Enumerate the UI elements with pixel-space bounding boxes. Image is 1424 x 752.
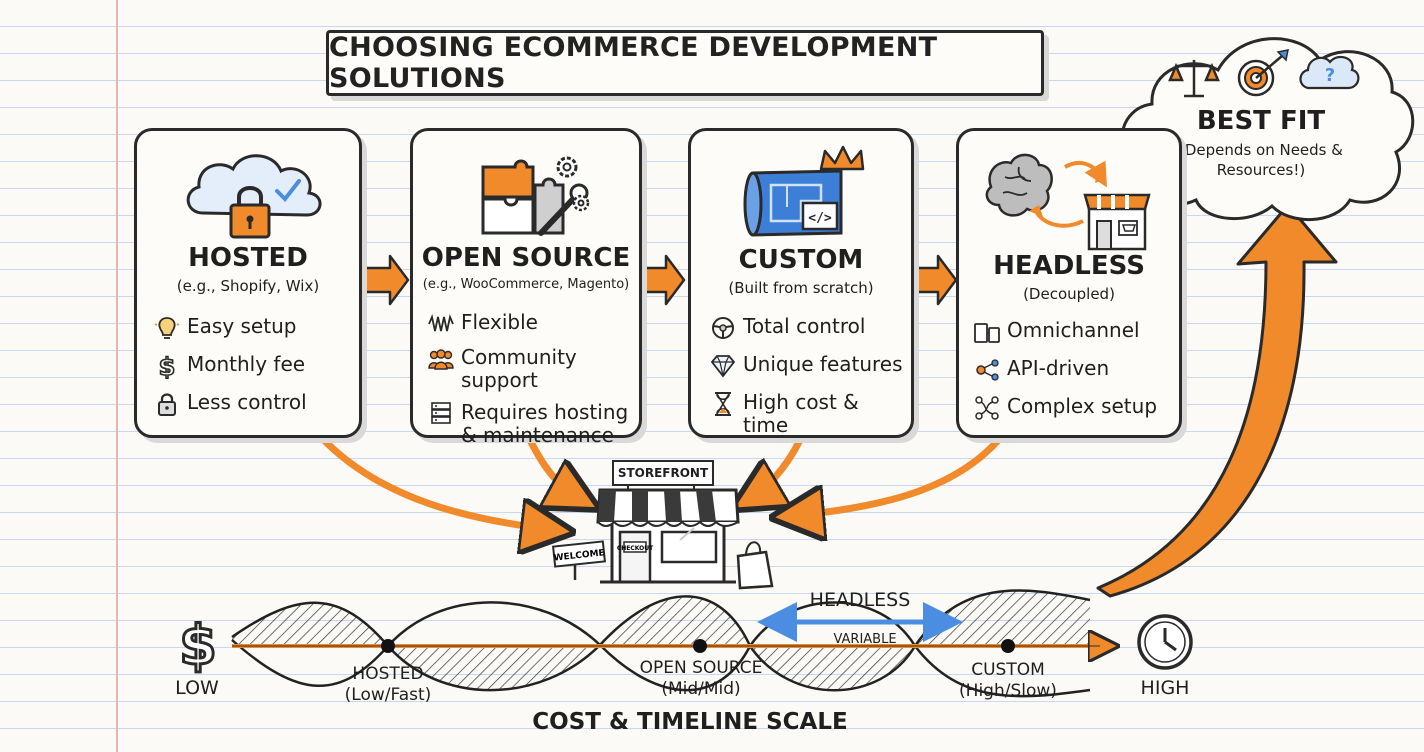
list-item: Unique features <box>709 353 905 379</box>
list-item: $ Monthly fee <box>153 353 353 380</box>
server-icon <box>431 402 451 424</box>
scale-headless-label: HEADLESS <box>809 589 911 611</box>
people-icon <box>428 349 454 370</box>
scale-point-open-source: OPEN SOURCE (Mid/Mid) <box>639 658 763 699</box>
card-feature-list: Flexible Community support Requires host… <box>427 311 633 459</box>
brain-store-icon <box>985 153 1151 251</box>
steering-wheel-icon <box>712 317 734 339</box>
lightbulb-icon <box>154 317 180 339</box>
card-subtitle: (e.g., Shopify, Wix) <box>176 277 320 295</box>
scale-wave-fill <box>232 590 1090 691</box>
blueprint-crown-icon: </> <box>743 145 865 237</box>
card-open-source: OPEN SOURCE (e.g., WooCommerce, Magento)… <box>410 128 642 447</box>
list-item: Community support <box>427 346 633 392</box>
card-feature-list: Omnichannel API-driven Complex setup <box>973 319 1173 433</box>
scale-point-custom: CUSTOM (High/Slow) <box>959 660 1057 701</box>
dollar-icon: $ <box>158 353 176 379</box>
storefront-sign: STOREFRONT <box>612 460 714 486</box>
card-title: HEADLESS <box>993 251 1145 281</box>
scale-point-hosted: HOSTED (Low/Fast) <box>344 664 432 705</box>
list-item: Easy setup <box>153 315 353 341</box>
card-headless: HEADLESS (Decoupled) Omnichannel API-dri… <box>956 128 1182 438</box>
diagram-title: CHOOSING ECOMMERCE DEVELOPMENT SOLUTIONS <box>326 30 1044 96</box>
card-flow-arrows <box>360 254 958 306</box>
scale-low-label: LOW <box>175 677 219 699</box>
best-fit-subtitle: (Depends on Needs & Resources!) <box>1179 141 1343 179</box>
list-item: High cost & time <box>709 391 905 437</box>
cloud-lock-icon <box>186 154 322 239</box>
scale-headless-variable: VARIABLE <box>833 632 897 647</box>
card-title: CUSTOM <box>738 245 864 275</box>
list-item: Total control <box>709 315 905 341</box>
list-item: Less control <box>153 391 353 417</box>
best-fit-arrow <box>1096 203 1338 598</box>
card-subtitle: (Built from scratch) <box>728 279 874 297</box>
devices-icon <box>974 323 1000 343</box>
lock-icon <box>158 393 176 416</box>
list-item: Complex setup <box>973 395 1173 421</box>
puzzle-gear-icon <box>481 156 590 236</box>
scale-high-label: HIGH <box>1140 677 1190 699</box>
card-hosted: HOSTED (e.g., Shopify, Wix) Easy setup $… <box>134 128 362 438</box>
spring-icon <box>428 314 454 332</box>
card-custom: </> CUSTOM (Built from scratch) Total co… <box>688 128 914 438</box>
card-title: HOSTED <box>188 243 308 273</box>
list-item: Omnichannel <box>973 319 1173 345</box>
svg-text:$: $ <box>159 353 176 379</box>
card-subtitle: (e.g., WooCommerce, Magento) <box>422 277 630 292</box>
diamond-icon <box>710 355 736 378</box>
notebook-margin-line <box>116 0 118 752</box>
best-fit-label: BEST FIT (Depends on Needs & Resources!) <box>1150 106 1372 180</box>
hourglass-icon <box>715 392 731 416</box>
complex-nodes-icon <box>975 396 999 420</box>
card-feature-list: Easy setup $ Monthly fee Less control <box>153 315 353 429</box>
svg-text:</>: </> <box>808 211 832 226</box>
list-item: API-driven <box>973 357 1173 383</box>
list-item: Requires hosting & maintenance <box>427 401 633 447</box>
card-subtitle: (Decoupled) <box>1023 285 1115 303</box>
api-nodes-icon <box>976 359 999 381</box>
best-fit-title: BEST FIT <box>1196 106 1326 136</box>
card-feature-list: Total control Unique features High cost … <box>709 315 905 449</box>
card-title: OPEN SOURCE <box>421 243 631 273</box>
scale-title: COST & TIMELINE SCALE <box>532 709 848 735</box>
storefront-arrows <box>316 428 1009 530</box>
list-item: Flexible <box>427 311 633 337</box>
